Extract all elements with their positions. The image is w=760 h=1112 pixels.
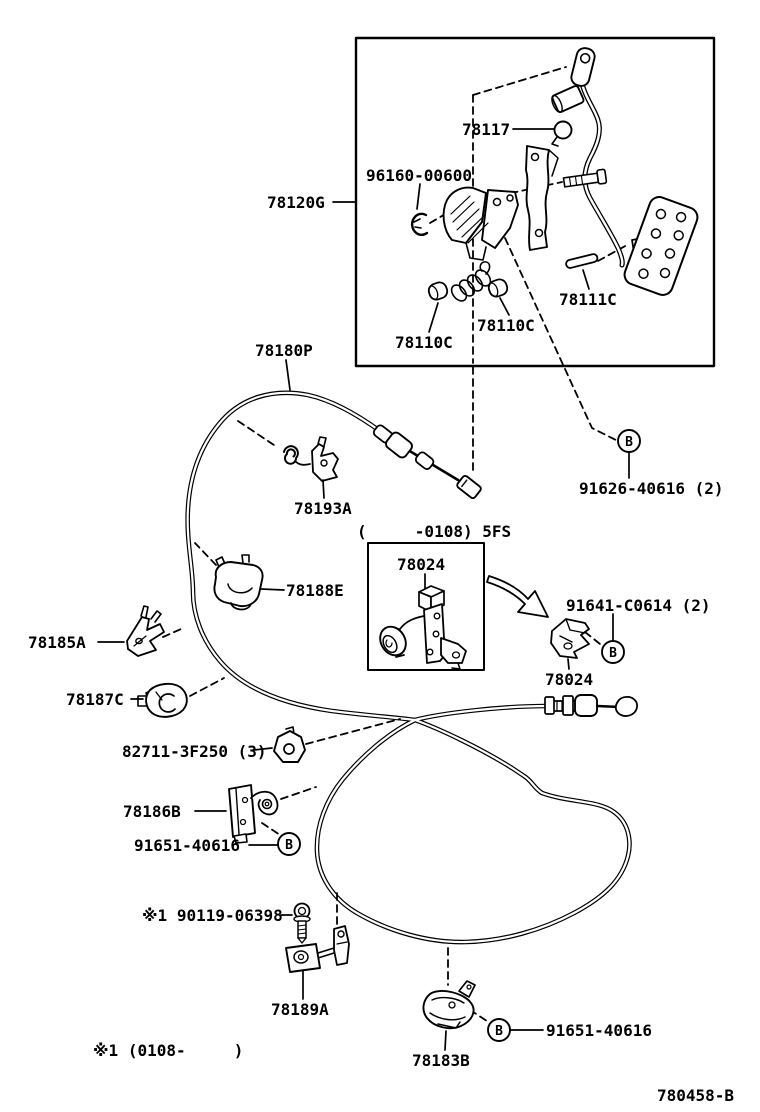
- part-78024-right: [550, 618, 590, 659]
- part-78186b: [228, 784, 279, 844]
- label-78024-box: 78024: [397, 555, 446, 574]
- label-91651-upper: 91651-40616: [134, 836, 240, 855]
- pedal-middle-bracket: [525, 145, 559, 251]
- part-78188e: [213, 554, 264, 611]
- label-91626-40616: 91626-40616 (2): [579, 479, 724, 498]
- label-78180p: 78180P: [255, 341, 313, 360]
- spring-and-bushings: [427, 261, 509, 302]
- pedal-pad: [623, 196, 699, 296]
- cable-end-cap: [456, 474, 482, 500]
- retainer-clip-96160: [410, 212, 429, 236]
- label-96160-00600: 96160-00600: [366, 166, 472, 185]
- label-78186b: 78186B: [123, 802, 181, 821]
- label-footnote: ※1 (0108- ): [93, 1041, 244, 1060]
- part-78193a: [283, 436, 339, 482]
- label-78110c-right: 78110C: [477, 316, 535, 335]
- pedal-link-bracket: [442, 186, 519, 261]
- variant-5fs-box: [367, 542, 485, 671]
- label-91651-lower: 91651-40616: [546, 1021, 652, 1040]
- variant-arrow: [486, 575, 549, 618]
- label-78110c-left: 78110C: [395, 333, 453, 352]
- pin-78111c: [565, 253, 599, 269]
- label-90119-06398: ※1 90119-06398: [142, 906, 283, 925]
- part-78024-box: [379, 585, 467, 670]
- b-markers: B B B B: [277, 429, 641, 1042]
- label-91641-c0614: 91641-C0614 (2): [566, 596, 711, 615]
- part-78189a: [285, 925, 350, 973]
- part-90119-bolt: [293, 902, 311, 944]
- bolt-stud: [562, 168, 608, 188]
- label-variant-note: ( -0108) 5FS: [357, 522, 512, 541]
- label-78189a: 78189A: [271, 1000, 329, 1019]
- b-marker-label: B: [609, 646, 617, 661]
- label-78187c: 78187C: [66, 690, 124, 709]
- part-78185a: [126, 605, 165, 657]
- label-78117: 78117: [462, 120, 511, 139]
- pedal-rod: [551, 47, 625, 268]
- label-78111c: 78111C: [559, 290, 617, 309]
- label-78188e: 78188E: [286, 581, 344, 600]
- b-marker-label: B: [495, 1024, 503, 1039]
- part-78117-ball: [551, 120, 573, 147]
- leader-lines: [97, 128, 630, 1051]
- b-marker-label: B: [625, 435, 633, 450]
- label-78024-right: 78024: [545, 670, 594, 689]
- label-82711-3f250: 82711-3F250 (3): [122, 742, 267, 761]
- label-78193a: 78193A: [294, 499, 352, 518]
- label-drawing-number: 780458-B: [657, 1086, 735, 1105]
- part-82711-clip: [273, 726, 306, 763]
- label-78185a: 78185A: [28, 633, 86, 652]
- label-78120g: 78120G: [267, 193, 325, 212]
- b-marker-label: B: [285, 838, 293, 853]
- part-78183b: [422, 980, 476, 1030]
- cable-78180p: [185, 390, 638, 945]
- part-78187c: [137, 682, 188, 718]
- label-78183b: 78183B: [412, 1051, 470, 1070]
